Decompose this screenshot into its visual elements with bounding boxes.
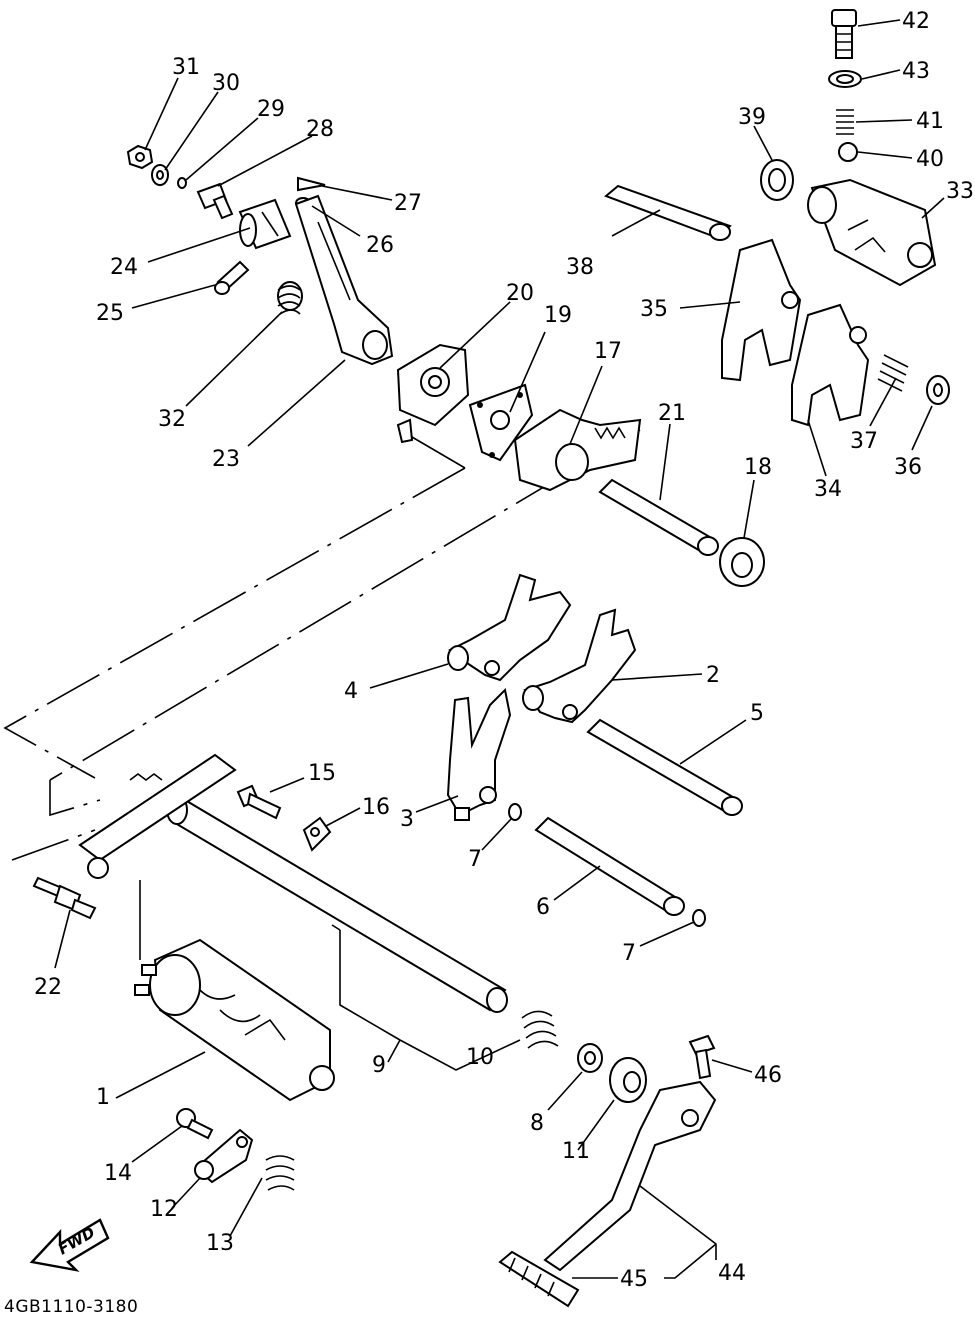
callout-22: 22: [34, 975, 62, 1000]
callout-43: 43: [902, 59, 930, 84]
part-31-nut: [126, 144, 154, 170]
callout-labels: 31 30 29 28 27 26 24 25 32 23 20 19 17 2…: [34, 9, 974, 1292]
callout-1: 1: [96, 1085, 110, 1110]
callout-26: 26: [366, 233, 394, 258]
callout-28: 28: [306, 117, 334, 142]
callout-32: 32: [158, 407, 186, 432]
part-1-shift-drum: [134, 938, 335, 1102]
callout-13: 13: [206, 1231, 234, 1256]
callout-23: 23: [212, 447, 240, 472]
part-2-shift-fork: [522, 608, 637, 724]
part-35-shift-fork: [721, 238, 802, 382]
part-24-shift-rod-end: [238, 198, 292, 250]
part-37-spring: [877, 354, 909, 392]
part-8-washer: [577, 1043, 603, 1073]
part-39-oil-seal: [760, 159, 794, 201]
callout-35: 35: [640, 297, 668, 322]
part-23-shift-arm: [294, 194, 394, 366]
callout-20: 20: [506, 281, 534, 306]
callout-45: 45: [620, 1267, 648, 1292]
callout-12: 12: [150, 1197, 178, 1222]
part-19-stopper-plate: [468, 383, 534, 462]
callout-10: 10: [466, 1045, 494, 1070]
part-28-bolt: [196, 182, 234, 220]
part-25-pin: [214, 260, 250, 295]
callout-46: 46: [754, 1063, 782, 1088]
part-6-guide-bar: [534, 816, 685, 916]
callout-41: 41: [916, 109, 944, 134]
assembly-guide-lines: [3, 429, 641, 960]
part-18-oil-seal: [719, 537, 765, 587]
part-17-shift-lever-cam: [513, 408, 642, 492]
part-27-cotter-pin: [297, 176, 326, 192]
part-34-shift-fork: [791, 303, 870, 427]
callout-25: 25: [96, 301, 124, 326]
part-33-shift-drum: [807, 178, 937, 287]
callout-11: 11: [562, 1139, 590, 1164]
part-12-stopper-lever: [194, 1128, 254, 1184]
part-14-screw: [176, 1108, 214, 1140]
part-13-spring: [265, 1155, 295, 1191]
callout-5: 5: [750, 701, 764, 726]
callout-29: 29: [257, 97, 285, 122]
callout-3: 3: [400, 807, 414, 832]
part-42-bolt: [831, 9, 857, 59]
callout-44: 44: [718, 1261, 746, 1286]
part-29-circlip: [177, 177, 187, 189]
callout-33: 33: [946, 179, 974, 204]
part-4-shift-fork: [447, 573, 572, 682]
callout-9: 9: [372, 1053, 386, 1078]
part-9-shift-shaft: [78, 753, 508, 1013]
leader-lines: [54, 19, 945, 1279]
callout-31: 31: [172, 55, 200, 80]
part-46-bolt: [688, 1034, 716, 1080]
part-3-shift-fork: [446, 687, 512, 821]
callout-6: 6: [536, 895, 550, 920]
part-45-pedal-rubber: [498, 1250, 580, 1308]
callout-14: 14: [104, 1161, 132, 1186]
part-30-washer: [151, 164, 169, 186]
diagram-code: 4GB1110-3180: [4, 1297, 138, 1317]
callout-40: 40: [916, 147, 944, 172]
callout-18: 18: [744, 455, 772, 480]
part-11-oil-seal: [609, 1057, 647, 1103]
callout-15: 15: [308, 761, 336, 786]
callout-2: 2: [706, 663, 720, 688]
callout-36: 36: [894, 455, 922, 480]
callout-21: 21: [658, 401, 686, 426]
callout-19: 19: [544, 303, 572, 328]
part-36-washer: [926, 375, 950, 405]
callout-24: 24: [110, 255, 138, 280]
part-32-spring: [277, 281, 303, 315]
callout-7-upper: 7: [468, 847, 482, 872]
callout-27: 27: [394, 191, 422, 216]
callout-7-lower: 7: [622, 941, 636, 966]
part-21-shaft: [598, 478, 719, 556]
part-44-shift-pedal: [543, 1080, 717, 1272]
part-15-bolt: [236, 784, 282, 820]
callout-8: 8: [530, 1111, 544, 1136]
callout-38: 38: [566, 255, 594, 280]
part-38-guide-bar: [604, 184, 732, 241]
callout-42: 42: [902, 9, 930, 34]
fwd-arrow-icon: FWD: [29, 1218, 110, 1272]
callout-39: 39: [738, 105, 766, 130]
part-41-spring: [836, 109, 854, 135]
part-22-stud-bolt: [32, 876, 97, 920]
part-10-spring: [521, 1010, 559, 1049]
callout-17: 17: [594, 339, 622, 364]
part-43-gasket: [828, 70, 862, 88]
callout-37: 37: [850, 429, 878, 454]
part-7-clip-lower: [692, 909, 706, 927]
callout-34: 34: [814, 477, 842, 502]
callout-30: 30: [212, 71, 240, 96]
part-16-lock-plate: [302, 816, 332, 852]
part-40-ball: [838, 142, 858, 162]
callout-16: 16: [362, 795, 390, 820]
part-7-clip-upper: [508, 803, 522, 821]
part-20-segment-plate: [396, 343, 470, 444]
part-5-guide-bar: [586, 718, 743, 816]
callout-4: 4: [344, 679, 358, 704]
